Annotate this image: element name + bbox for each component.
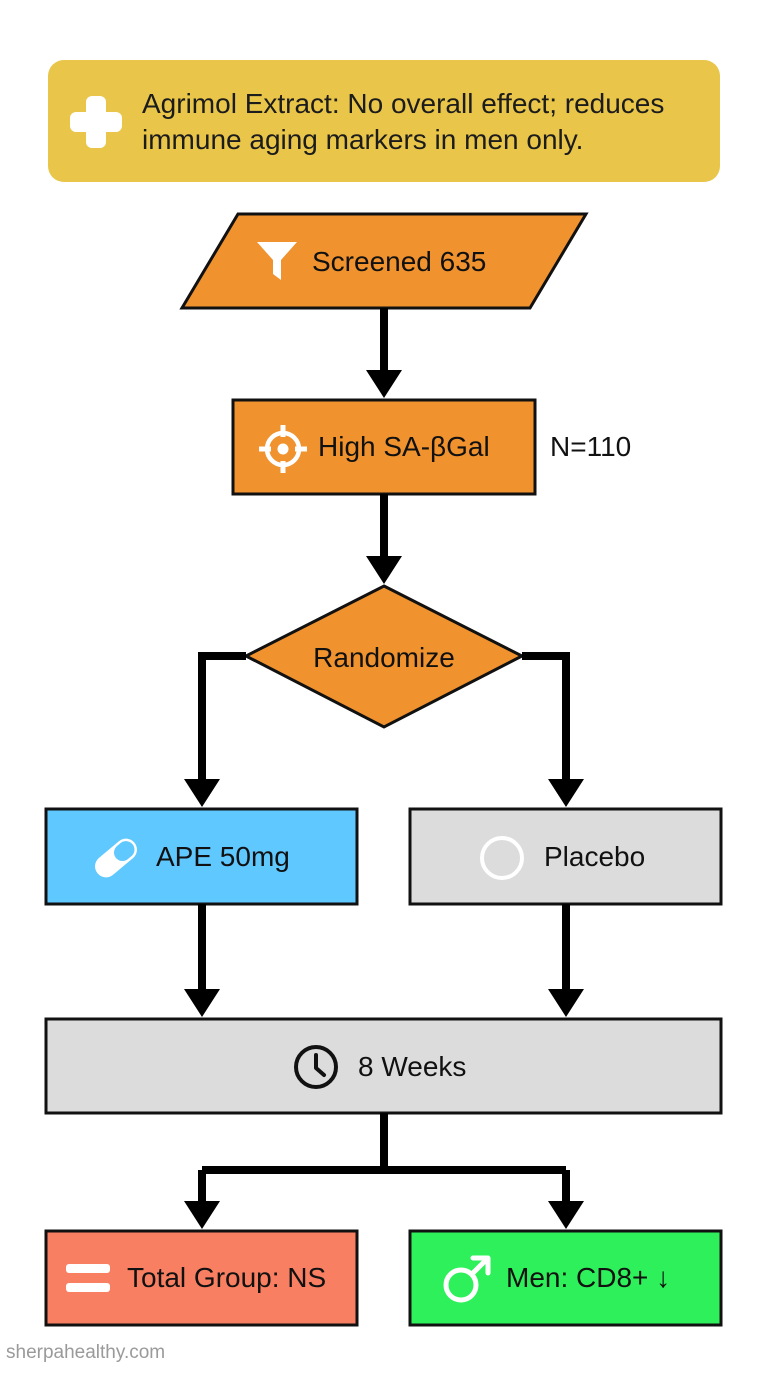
men-label: Men: CD8+ ↓ — [506, 1262, 671, 1293]
arrowhead-placebo — [548, 779, 584, 807]
arrowhead-high-sa — [366, 370, 402, 398]
ape-shape — [44, 807, 359, 906]
randomize-label: Randomize — [313, 642, 455, 673]
arrow-randomize-to-ape — [198, 652, 246, 781]
arrowhead-ape — [184, 779, 220, 807]
pill-icon — [95, 838, 137, 878]
total-label: Total Group: NS — [127, 1262, 327, 1293]
sample-size-label: N=110 — [550, 431, 632, 462]
arrowhead-weeks-left — [184, 989, 220, 1017]
summary-banner: Agrimol Extract: No overall effect; redu… — [48, 60, 720, 182]
high-sa-label: High SA-βGal — [318, 431, 490, 462]
screened-label: Screened 635 — [312, 246, 487, 277]
circle-icon — [480, 836, 524, 880]
total-shape — [44, 1229, 359, 1327]
summary-text: Agrimol Extract: No overall effect; redu… — [142, 88, 665, 155]
male-icon — [443, 1255, 491, 1303]
arrowhead-men — [548, 1201, 584, 1229]
watermark: sherpahealthy.com — [6, 1342, 166, 1363]
ape-label: APE 50mg — [156, 841, 290, 872]
arrowhead-randomize — [366, 556, 402, 584]
arrow-randomize-to-placebo — [522, 652, 570, 781]
target-icon — [259, 425, 307, 473]
filter-icon — [257, 242, 297, 280]
arrowhead-total — [184, 1201, 220, 1229]
screened-shape — [179, 212, 589, 310]
arrow-weeks-split — [198, 1113, 570, 1203]
clock-icon — [294, 1045, 338, 1089]
randomize-shape — [242, 584, 526, 729]
men-shape — [408, 1229, 723, 1327]
arrowhead-weeks-right — [548, 989, 584, 1017]
plus-icon — [70, 96, 122, 148]
weeks-label: 8 Weeks — [358, 1051, 467, 1082]
equals-icon — [66, 1264, 110, 1292]
placebo-label: Placebo — [544, 841, 646, 872]
